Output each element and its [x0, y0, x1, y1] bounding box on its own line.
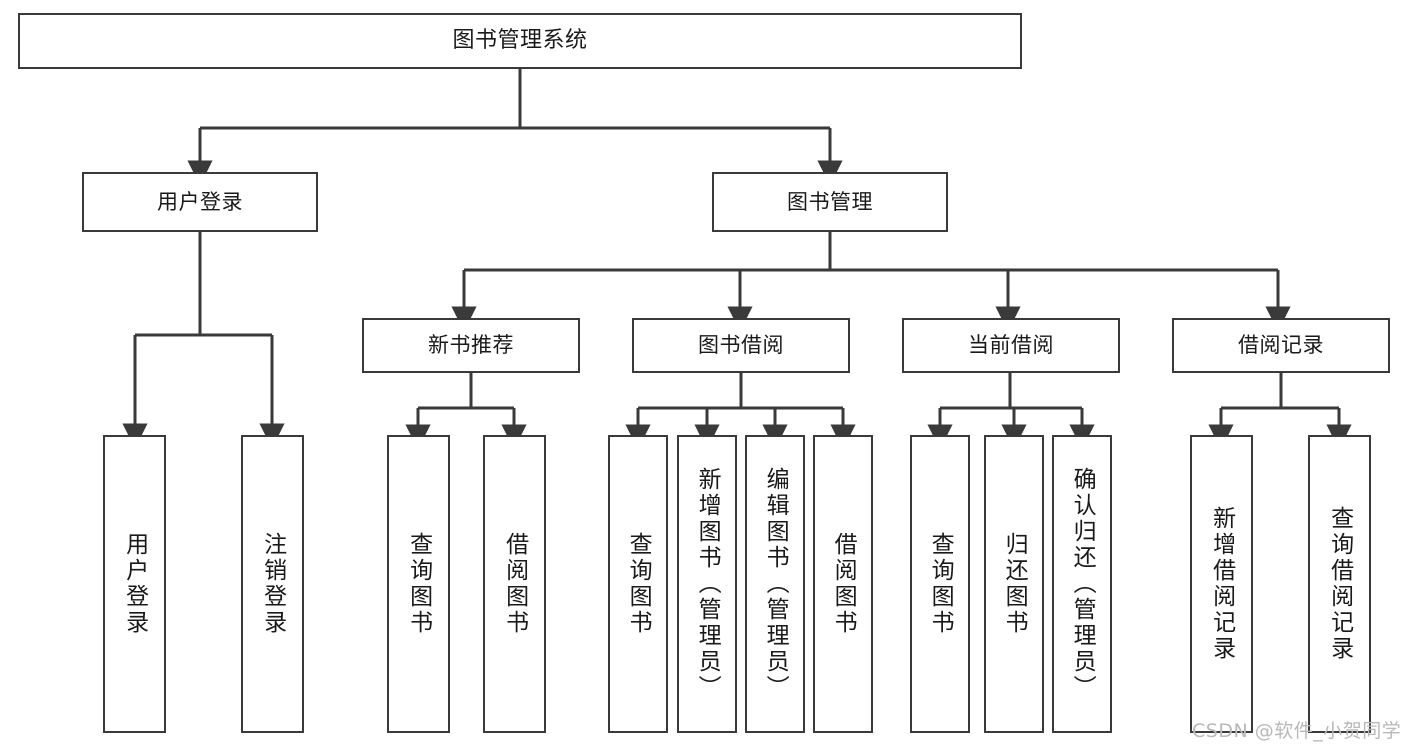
- node-leaf-add-borrow-record[interactable]: 新增借阅记录: [1190, 435, 1253, 733]
- node-leaf-borrow-book-recommend[interactable]: 借阅图书: [483, 435, 546, 733]
- node-leaf-user-login[interactable]: 用户登录: [103, 435, 166, 733]
- node-leaf-borrow-book-recommend-label: 借阅图书: [501, 532, 528, 636]
- node-current-borrow-label: 当前借阅: [968, 333, 1054, 358]
- node-leaf-query-book-recommend-label: 查询图书: [405, 532, 432, 636]
- node-leaf-edit-book-label: 编辑图书（管理员）: [762, 467, 789, 701]
- node-leaf-confirm-return-label: 确认归还（管理员）: [1069, 467, 1096, 701]
- node-leaf-query-book-borrow-label: 查询图书: [625, 532, 652, 636]
- node-leaf-add-book-label: 新增图书（管理员）: [694, 467, 721, 701]
- node-borrow-record-label: 借阅记录: [1238, 333, 1324, 358]
- node-new-book-recommend[interactable]: 新书推荐: [362, 318, 580, 373]
- node-leaf-return-book-label: 归还图书: [1001, 532, 1028, 636]
- node-book-borrow-label: 图书借阅: [698, 333, 784, 358]
- node-leaf-query-book-current-label: 查询图书: [927, 532, 954, 636]
- node-root-label: 图书管理系统: [452, 28, 588, 54]
- node-root[interactable]: 图书管理系统: [18, 13, 1022, 69]
- node-leaf-query-borrow-record[interactable]: 查询借阅记录: [1308, 435, 1371, 733]
- node-leaf-add-borrow-record-label: 新增借阅记录: [1208, 506, 1235, 662]
- node-book-borrow[interactable]: 图书借阅: [632, 318, 850, 373]
- watermark: CSDN @软件_小贺同学: [1192, 716, 1401, 743]
- node-book-manage[interactable]: 图书管理: [712, 172, 948, 232]
- node-leaf-return-book[interactable]: 归还图书: [984, 435, 1044, 733]
- watermark-text: CSDN @软件_小贺同学: [1192, 720, 1402, 742]
- node-book-manage-label: 图书管理: [787, 189, 873, 214]
- node-leaf-user-login-label: 用户登录: [121, 532, 148, 636]
- node-leaf-logout-label: 注销登录: [259, 532, 286, 636]
- node-leaf-add-book[interactable]: 新增图书（管理员）: [677, 435, 737, 733]
- node-borrow-record[interactable]: 借阅记录: [1172, 318, 1390, 373]
- node-leaf-query-book-recommend[interactable]: 查询图书: [387, 435, 450, 733]
- node-leaf-logout[interactable]: 注销登录: [241, 435, 304, 733]
- node-leaf-query-book-borrow[interactable]: 查询图书: [608, 435, 668, 733]
- node-leaf-query-borrow-record-label: 查询借阅记录: [1326, 506, 1353, 662]
- node-leaf-query-book-current[interactable]: 查询图书: [910, 435, 970, 733]
- node-user-login[interactable]: 用户登录: [82, 172, 318, 232]
- node-leaf-borrow-book-label: 借阅图书: [830, 532, 857, 636]
- node-current-borrow[interactable]: 当前借阅: [902, 318, 1120, 373]
- node-leaf-borrow-book[interactable]: 借阅图书: [813, 435, 873, 733]
- node-new-book-recommend-label: 新书推荐: [428, 333, 514, 358]
- node-leaf-confirm-return[interactable]: 确认归还（管理员）: [1052, 435, 1112, 733]
- node-user-login-label: 用户登录: [157, 189, 243, 214]
- node-leaf-edit-book[interactable]: 编辑图书（管理员）: [745, 435, 805, 733]
